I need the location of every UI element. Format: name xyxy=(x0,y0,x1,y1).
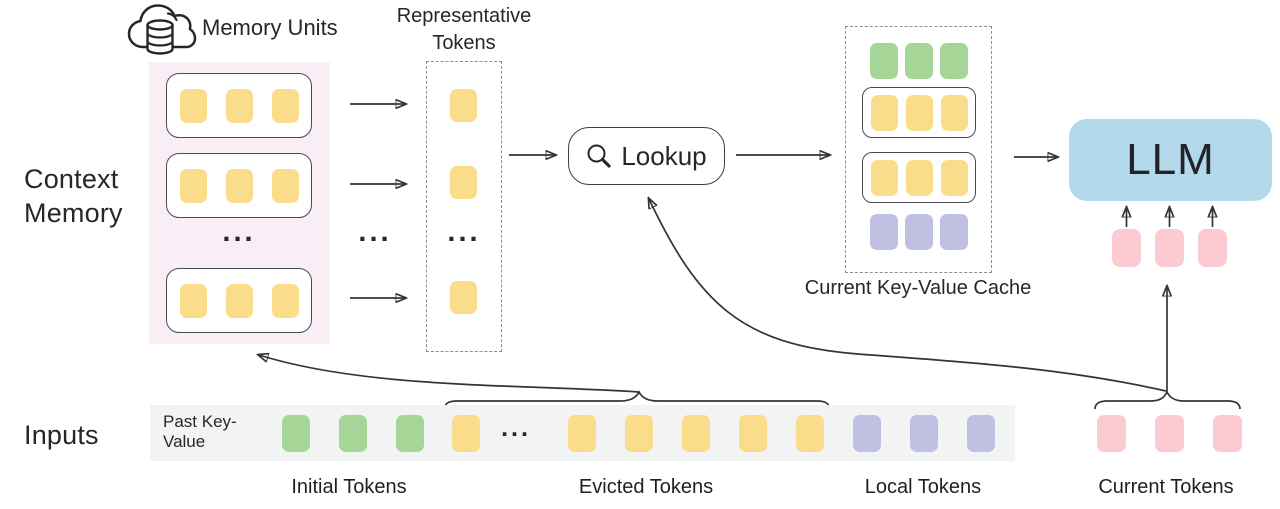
current-tokens-group xyxy=(1097,415,1242,452)
past-key-value-label: Past Key-Value xyxy=(163,412,237,451)
inputs-label: Inputs xyxy=(24,420,99,450)
token xyxy=(905,159,933,196)
current-kv-cache-label: Current Key-Value Cache xyxy=(804,277,1032,299)
token xyxy=(905,94,933,131)
representative-token-1 xyxy=(450,89,477,122)
token xyxy=(869,214,898,250)
token xyxy=(179,283,207,318)
token xyxy=(450,166,477,199)
band-ellipsis: ... xyxy=(501,414,531,442)
token xyxy=(568,415,596,452)
token xyxy=(452,415,480,452)
initial-tokens-label: Initial Tokens xyxy=(291,476,407,498)
token xyxy=(271,283,299,318)
lookup-node: Lookup xyxy=(568,127,725,185)
llm-input-tokens xyxy=(1112,229,1227,267)
token xyxy=(271,168,299,203)
memory-units-label: Memory Units xyxy=(202,15,338,40)
token xyxy=(940,94,968,131)
token xyxy=(282,415,310,452)
token xyxy=(450,281,477,314)
token xyxy=(869,43,898,79)
token xyxy=(1112,229,1141,267)
token xyxy=(967,415,995,452)
search-icon xyxy=(587,144,611,168)
representative-ellipsis: ... xyxy=(447,216,481,248)
llm-label: LLM xyxy=(1126,135,1215,184)
local-tokens-group xyxy=(853,415,995,452)
token xyxy=(396,415,424,452)
representative-tokens-label: Representative Tokens xyxy=(396,5,532,54)
lookup-label: Lookup xyxy=(621,140,707,171)
brace-current-tokens xyxy=(1094,390,1241,410)
token xyxy=(179,88,207,123)
cache-memory-unit-2 xyxy=(862,152,976,203)
token xyxy=(450,89,477,122)
representative-token-2 xyxy=(450,166,477,199)
token xyxy=(1213,415,1242,452)
token xyxy=(271,88,299,123)
token xyxy=(179,168,207,203)
token xyxy=(225,283,253,318)
token xyxy=(939,43,968,79)
token xyxy=(910,415,938,452)
memory-unit-row-2 xyxy=(166,153,312,218)
current-kv-cache-box xyxy=(845,26,992,273)
cloud-database-icon xyxy=(127,4,197,55)
curve-evicted-to-memory xyxy=(259,355,640,393)
token xyxy=(853,415,881,452)
token xyxy=(225,168,253,203)
evicted-tokens-left xyxy=(452,415,480,452)
token xyxy=(739,415,767,452)
token xyxy=(1198,229,1227,267)
token xyxy=(939,214,968,250)
token xyxy=(339,415,367,452)
local-tokens-label: Local Tokens xyxy=(864,476,982,498)
representative-tokens-box xyxy=(426,61,502,352)
token xyxy=(225,88,253,123)
cache-memory-unit-1 xyxy=(862,87,976,138)
token xyxy=(1155,229,1184,267)
evicted-tokens-right xyxy=(568,415,824,452)
token xyxy=(682,415,710,452)
token xyxy=(1097,415,1126,452)
token xyxy=(940,159,968,196)
arrow-column-ellipsis: ... xyxy=(358,216,392,248)
token xyxy=(904,214,933,250)
evicted-tokens-label: Evicted Tokens xyxy=(578,476,714,498)
token xyxy=(870,94,898,131)
memory-ellipsis: ... xyxy=(222,216,256,248)
llm-node: LLM xyxy=(1069,119,1272,201)
token xyxy=(904,43,933,79)
memory-unit-row-3 xyxy=(166,268,312,333)
initial-tokens-group xyxy=(282,415,424,452)
context-memory-label: Context Memory xyxy=(24,164,123,228)
current-tokens-label: Current Tokens xyxy=(1098,476,1234,498)
cache-green-row xyxy=(845,43,992,79)
token xyxy=(870,159,898,196)
token xyxy=(1155,415,1184,452)
representative-token-3 xyxy=(450,281,477,314)
memory-unit-row-1 xyxy=(166,73,312,138)
cache-purple-row xyxy=(845,214,992,250)
token xyxy=(625,415,653,452)
token xyxy=(796,415,824,452)
